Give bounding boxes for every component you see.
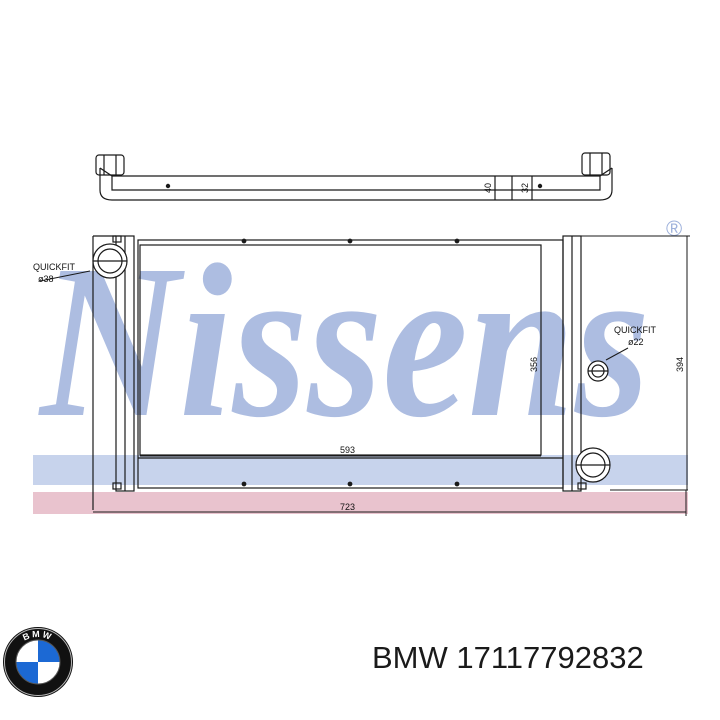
dim-overall-width: 723 [340, 502, 355, 512]
annotation-right-size: ø22 [628, 337, 644, 347]
annotation-left-label: QUICKFIT [33, 262, 76, 272]
dim-core-width: 593 [340, 445, 355, 455]
quickfit-38-pipe-icon [92, 243, 128, 279]
dim-line-overall-width [93, 489, 688, 516]
outlet-pipe-icon [575, 447, 611, 483]
dim-top-height: 40 [483, 183, 493, 193]
bmw-logo-icon: BMW [3, 627, 73, 697]
bmw-logo-text: BMW [21, 629, 52, 643]
part-number-caption: BMW 17117792832 [372, 640, 644, 675]
top-view [95, 152, 613, 201]
watermark-registered-mark: ® [666, 216, 682, 241]
leader-left [39, 270, 91, 282]
annotation-right-label: QUICKFIT [614, 325, 657, 335]
band-pink [33, 492, 688, 514]
dim-core-height: 356 [529, 357, 539, 372]
annotation-left-size: ø38 [38, 274, 54, 284]
watermark-logo: Nissens [37, 219, 650, 463]
dim-overall-height: 394 [675, 357, 685, 372]
leader-right [605, 347, 629, 361]
svg-text:BMW: BMW [21, 629, 54, 643]
quickfit-22-pipe-icon [587, 360, 609, 382]
dim-line-overall-height [581, 235, 690, 490]
dim-top-depth: 32 [520, 183, 530, 193]
